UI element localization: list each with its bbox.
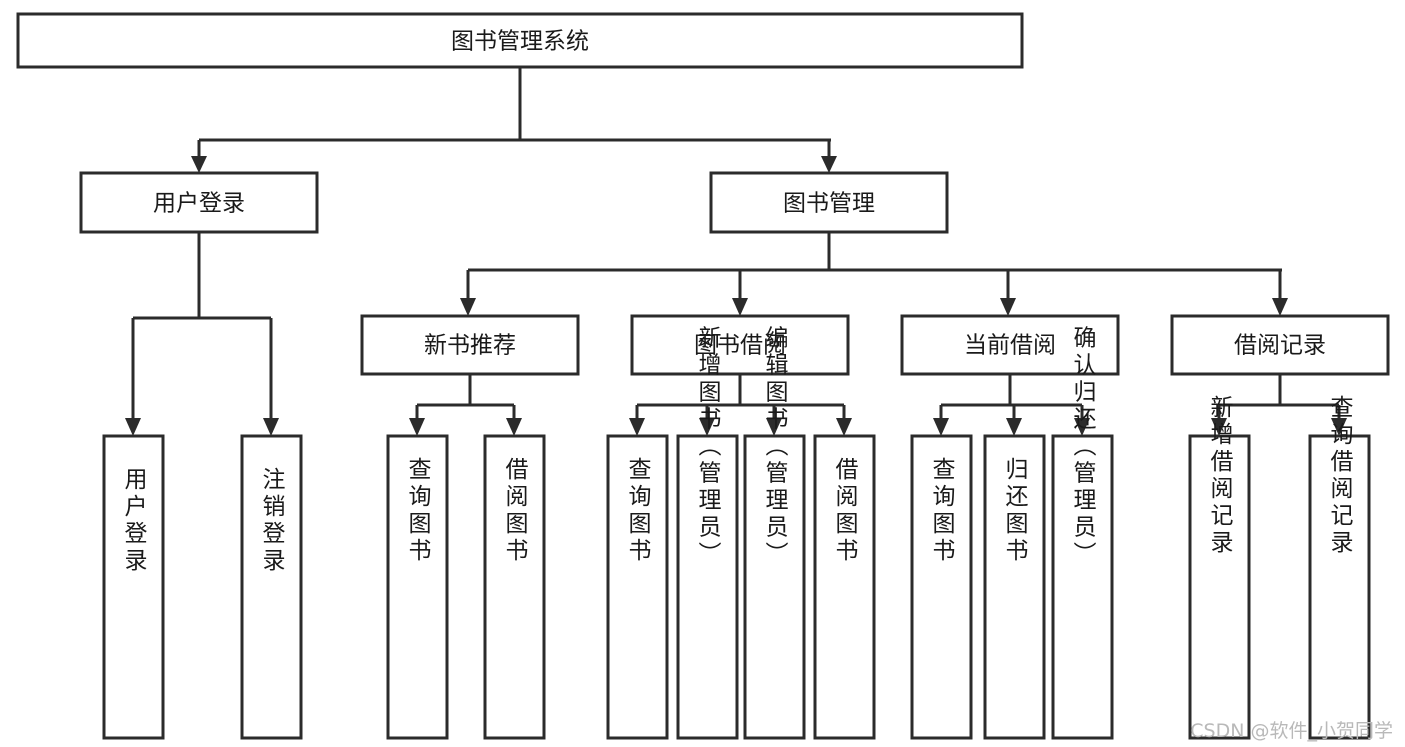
node-new-book-recommend-box[interactable] [360, 314, 580, 376]
node-leaf-query-book-1[interactable]: 查询图书 [386, 434, 449, 740]
arrow-head-book-borrow [732, 298, 748, 316]
node-root-label: 图书管理系统 [451, 29, 589, 55]
node-leaf-borrow-book-1[interactable]: 借阅图书 [483, 434, 546, 740]
node-leaf-borrow-book-2-label: 借阅图书 [831, 457, 859, 565]
arrow-head-leaf-borrow-book-1 [506, 418, 522, 436]
node-leaf-borrow-book-2-box[interactable] [813, 434, 876, 740]
arrow-head-leaf-query-book-3 [933, 418, 949, 436]
node-current-borrow[interactable]: 当前借阅 [900, 314, 1120, 376]
node-leaf-confirm-return[interactable]: 确认归还（管理员） [1051, 326, 1114, 740]
arrow-head-leaf-query-record [1331, 418, 1347, 436]
arrow-head-leaf-borrow-book-2 [836, 418, 852, 436]
arrow-head-current-borrow [1000, 298, 1016, 316]
node-leaf-confirm-return-box[interactable] [1051, 434, 1114, 740]
node-borrow-record[interactable]: 借阅记录 [1170, 314, 1390, 376]
node-leaf-add-book-label: 新增图书（管理员） [694, 326, 722, 569]
node-leaf-query-book-2-label: 查询图书 [624, 457, 652, 565]
node-new-book-recommend[interactable]: 新书推荐 [360, 314, 580, 376]
node-root[interactable]: 图书管理系统 [16, 12, 1024, 69]
node-leaf-user-logout-box[interactable] [240, 434, 303, 740]
arrow-head-user-login [191, 156, 207, 173]
node-leaf-query-book-2-box[interactable] [606, 434, 669, 740]
node-leaf-query-book-3-box[interactable] [910, 434, 973, 740]
node-leaf-query-record[interactable]: 查询借阅记录 [1308, 395, 1371, 740]
connector-layer [125, 67, 1347, 436]
node-book-borrow-label: 图书借阅 [694, 333, 786, 359]
node-leaf-user-logout[interactable]: 注销登录 [240, 434, 303, 740]
node-borrow-record-box[interactable] [1170, 314, 1390, 376]
arrow-head-book-manage [821, 156, 837, 173]
node-user-login-box[interactable] [79, 171, 319, 234]
node-root-box[interactable] [16, 12, 1024, 69]
node-borrow-record-label: 借阅记录 [1234, 333, 1326, 359]
node-leaf-query-book-2[interactable]: 查询图书 [606, 434, 669, 740]
node-leaf-user-logout-label: 注销登录 [258, 467, 286, 575]
arrow-head-leaf-query-book-1 [409, 418, 425, 436]
node-leaf-query-book-1-box[interactable] [386, 434, 449, 740]
node-leaf-query-book-3[interactable]: 查询图书 [910, 434, 973, 740]
node-leaf-confirm-return-label: 确认归还（管理员） [1069, 326, 1097, 569]
node-leaf-user-login[interactable]: 用户登录 [102, 434, 165, 740]
node-leaf-borrow-book-2[interactable]: 借阅图书 [813, 434, 876, 740]
arrow-head-new-book-recommend [460, 298, 476, 316]
arrow-head-leaf-add-book [699, 418, 715, 436]
node-user-login[interactable]: 用户登录 [79, 171, 319, 234]
arrow-head-leaf-user-logout [263, 418, 279, 436]
node-book-borrow[interactable]: 图书借阅 [630, 314, 850, 376]
node-leaf-add-book-box[interactable] [676, 434, 739, 740]
arrow-head-borrow-record [1272, 298, 1288, 316]
arrow-head-leaf-query-book-2 [629, 418, 645, 436]
arrow-head-leaf-confirm-return [1074, 418, 1090, 436]
node-leaf-add-record-box[interactable] [1188, 434, 1251, 740]
node-leaf-add-record[interactable]: 新增借阅记录 [1188, 395, 1251, 740]
node-leaf-edit-book-box[interactable] [743, 434, 806, 740]
arrow-head-leaf-user-login [125, 418, 141, 436]
node-book-borrow-box[interactable] [630, 314, 850, 376]
arrow-head-leaf-edit-book [766, 418, 782, 436]
node-leaf-add-book[interactable]: 新增图书（管理员） [676, 326, 739, 740]
node-leaf-return-book[interactable]: 归还图书 [983, 434, 1046, 740]
node-leaf-borrow-book-1-box[interactable] [483, 434, 546, 740]
node-leaf-edit-book-label: 编辑图书（管理员） [761, 326, 789, 569]
node-leaf-borrow-book-1-label: 借阅图书 [501, 457, 529, 565]
node-leaf-add-record-label: 新增借阅记录 [1206, 395, 1234, 557]
node-leaf-query-book-3-label: 查询图书 [928, 457, 956, 565]
arrow-head-leaf-add-record [1211, 418, 1227, 436]
node-leaf-edit-book[interactable]: 编辑图书（管理员） [743, 326, 806, 740]
node-leaf-return-book-box[interactable] [983, 434, 1046, 740]
arrow-head-leaf-return-book [1006, 418, 1022, 436]
node-leaf-return-book-label: 归还图书 [1001, 457, 1029, 565]
node-current-borrow-box[interactable] [900, 314, 1120, 376]
node-leaf-user-login-label: 用户登录 [120, 467, 148, 575]
node-leaf-query-book-1-label: 查询图书 [404, 457, 432, 565]
node-leaf-user-login-box[interactable] [102, 434, 165, 740]
node-book-manage-box[interactable] [709, 171, 949, 234]
node-new-book-recommend-label: 新书推荐 [424, 333, 516, 359]
node-leaf-query-record-label: 查询借阅记录 [1326, 395, 1354, 557]
node-book-manage[interactable]: 图书管理 [709, 171, 949, 234]
node-leaf-query-record-box[interactable] [1308, 434, 1371, 740]
node-user-login-label: 用户登录 [153, 191, 245, 217]
node-book-manage-label: 图书管理 [783, 191, 875, 217]
node-current-borrow-label: 当前借阅 [964, 333, 1056, 359]
